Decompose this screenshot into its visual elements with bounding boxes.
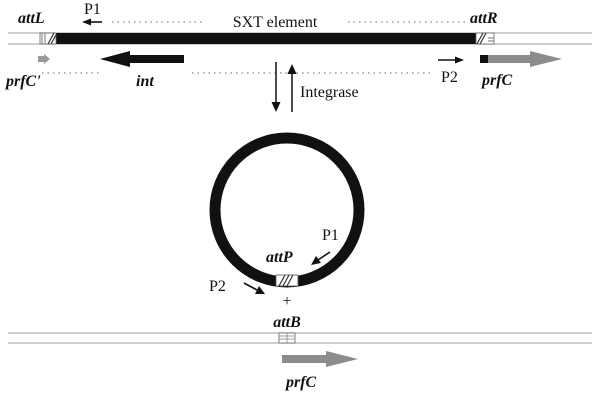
p1-top-primer-arrow [82,18,102,26]
att-l-label: attL [18,10,45,27]
integrase-label: Integrase [300,84,359,101]
p2-top-label: P2 [441,69,458,86]
prfc-bottom-arrow [282,351,358,367]
prfc-top-arrow [480,51,562,67]
att-p-site [275,274,299,287]
sxt-element-bar [56,33,476,44]
p2-top-primer-arrow [438,56,464,64]
prfc-bottom-label: prfC [284,374,317,391]
p2-circle-label: P2 [209,278,226,295]
top-dotted-guides [42,21,466,74]
integration-arrow [287,64,297,112]
att-r-label: attR [470,10,498,27]
int-gene-arrow [100,51,184,67]
plus-sign: + [282,293,291,310]
att-b-label: attB [273,314,301,331]
p1-top-label: P1 [84,1,101,18]
p2-circle-primer-arrow [243,282,265,294]
int-label: int [136,73,154,90]
att-p-label: attP [266,249,293,266]
att-b-site [278,332,296,344]
bottom-chromosome [8,332,592,344]
prfc-top-label: prfC [480,72,513,89]
att-r-site [475,32,495,45]
prfc-prime-label: prfC' [4,73,41,90]
sxt-element-label: SXT element [233,14,318,31]
excision-arrow [271,62,281,112]
p1-circle-primer-arrow [311,251,331,265]
att-l-site [39,32,57,45]
p1-circle-label: P1 [322,227,339,244]
prfc-prime-fragment [38,54,50,64]
